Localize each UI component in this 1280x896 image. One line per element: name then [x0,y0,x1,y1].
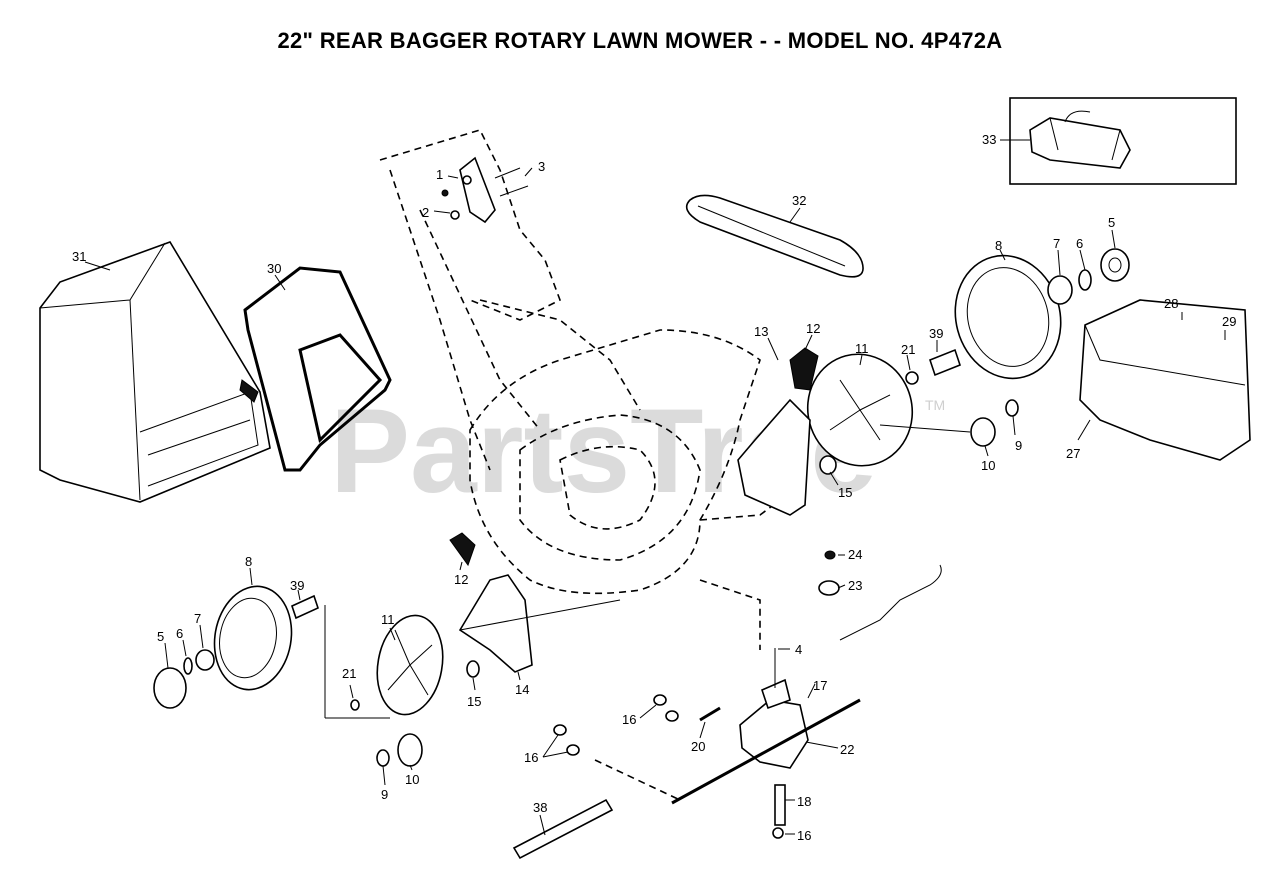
callout-30: 30 [267,261,281,276]
right-wheel-assembly [954,229,1130,380]
callout-10-left: 10 [405,772,419,787]
callout-24: 24 [848,547,862,562]
callout-39-left: 39 [290,578,304,593]
callout-9-left: 9 [381,787,388,802]
callout-13: 13 [754,324,768,339]
callout-2: 2 [422,205,429,220]
watermark-tm: TM [925,397,945,413]
callout-10-right: 10 [981,458,995,473]
handle-hardware [433,156,533,224]
callout-1: 1 [436,167,443,182]
callout-14: 14 [515,682,529,697]
callout-11-left: 11 [381,612,395,627]
callout-16-left: 16 [524,750,538,765]
callout-39-right: 39 [929,326,943,341]
callout-3: 3 [538,159,545,174]
callout-16-center: 16 [622,712,636,727]
callout-4: 4 [795,642,802,657]
callout-21-left: 21 [342,666,356,681]
transmission-parts [512,550,942,860]
callout-8-left: 8 [245,554,252,569]
callout-7-right: 7 [1053,236,1060,251]
callout-15-right: 15 [838,485,852,500]
callout-labels: 1 2 3 4 5 5 6 6 7 7 8 8 9 9 10 10 11 11 … [72,132,1236,843]
callout-16-bottom: 16 [797,828,811,843]
callout-22: 22 [840,742,854,757]
callout-5-left: 5 [157,629,164,644]
callout-11-right: 11 [855,341,869,356]
callout-33: 33 [982,132,996,147]
right-drive-parts [737,334,1019,516]
part-33-inset [1000,97,1237,185]
diagram-title: 22" REAR BAGGER ROTARY LAWN MOWER - - MO… [277,28,1003,53]
callout-17: 17 [813,678,827,693]
callout-21-right: 21 [901,342,915,357]
callout-38: 38 [533,800,547,815]
callout-32: 32 [792,193,806,208]
left-wheel-assembly [153,567,319,709]
callout-9-right: 9 [1015,438,1022,453]
callout-20: 20 [691,739,705,754]
part-30-bag-frame [243,266,392,472]
callout-23: 23 [848,578,862,593]
callout-12-right: 12 [806,321,820,336]
callout-28: 28 [1164,296,1178,311]
part-27-28-29 [1077,299,1251,461]
callout-5-right: 5 [1108,215,1115,230]
part-32-belt [685,194,864,278]
callout-27: 27 [1066,446,1080,461]
callout-12-left: 12 [454,572,468,587]
callout-31: 31 [72,249,86,264]
callout-15-left: 15 [467,694,481,709]
part-31-grass-bag [39,241,271,503]
callout-18: 18 [797,794,811,809]
left-drive-parts [324,532,621,786]
callout-6-right: 6 [1076,236,1083,251]
callout-6-left: 6 [176,626,183,641]
callout-8-right: 8 [995,238,1002,253]
callout-7-left: 7 [194,611,201,626]
handle-dashed [379,129,641,471]
callout-29: 29 [1222,314,1236,329]
